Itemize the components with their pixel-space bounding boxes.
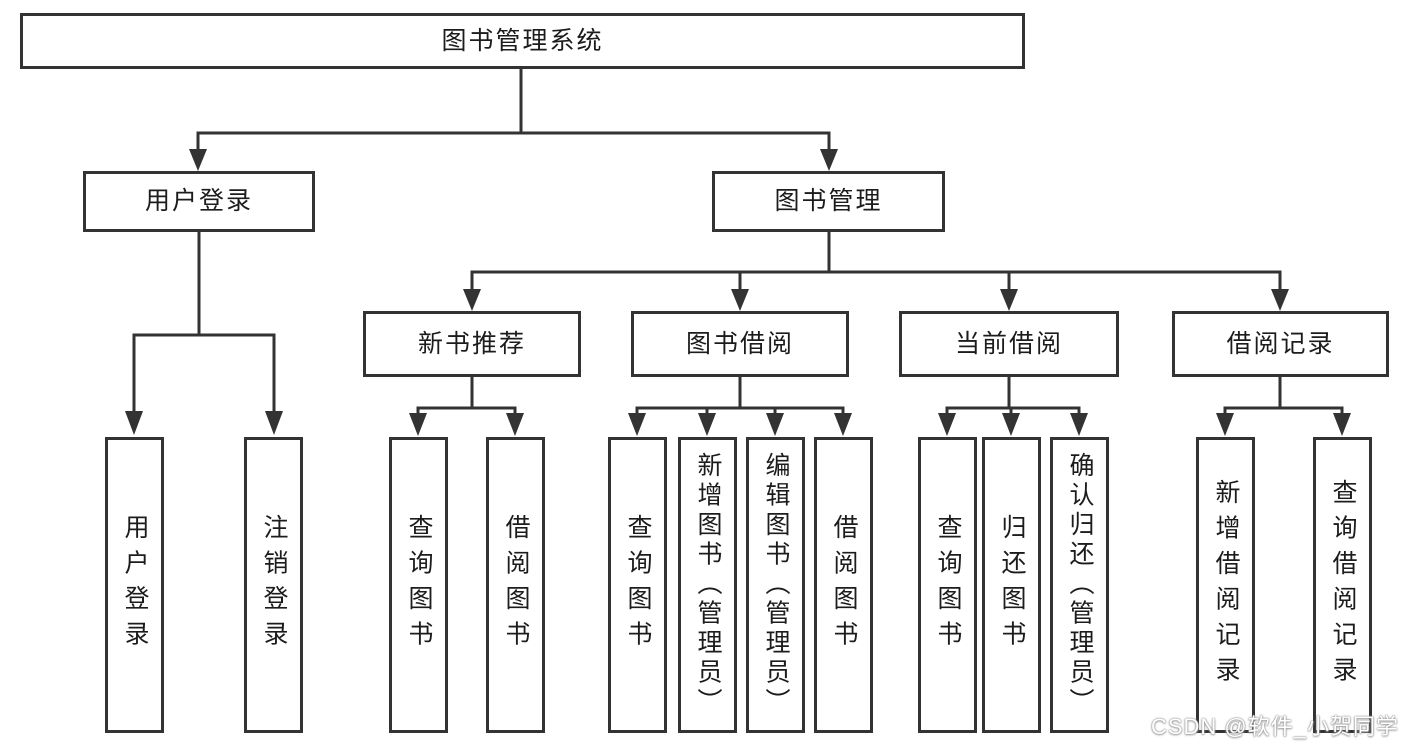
node-user-login: 用户登录 [83, 171, 315, 232]
node-root-label: 图书管理系统 [441, 26, 604, 55]
leaf-logout-label: 注销登录 [260, 514, 288, 656]
leaf-user-login-label: 用户登录 [121, 514, 149, 656]
leaf-confirm-return-admin-label: 确认归还（管理员） [1066, 452, 1094, 718]
leaf-add-book-admin: 新增图书（管理员） [678, 437, 737, 733]
node-root-system: 图书管理系统 [20, 13, 1025, 69]
node-book-management-label: 图书管理 [774, 187, 883, 215]
leaf-add-borrow-record: 新增借阅记录 [1196, 437, 1255, 733]
leaf-borrow-books-borrow: 借阅图书 [814, 437, 873, 733]
leaf-edit-book-admin: 编辑图书（管理员） [746, 437, 805, 733]
leaf-confirm-return-admin: 确认归还（管理员） [1050, 437, 1109, 733]
leaf-borrow-books-recommend-label: 借阅图书 [502, 514, 530, 656]
leaf-borrow-books-borrow-label: 借阅图书 [830, 514, 858, 656]
node-current-borrow-label: 当前借阅 [954, 329, 1063, 358]
leaf-borrow-books-recommend: 借阅图书 [486, 437, 545, 733]
leaf-query-books-recommend-label: 查询图书 [405, 514, 433, 656]
leaf-query-borrow-record: 查询借阅记录 [1313, 437, 1372, 733]
node-new-book-recommend: 新书推荐 [363, 311, 581, 377]
leaf-query-books-current-label: 查询图书 [934, 514, 962, 656]
leaf-query-books-recommend: 查询图书 [389, 437, 448, 733]
leaf-add-book-admin-label: 新增图书（管理员） [694, 452, 722, 718]
node-book-management: 图书管理 [712, 171, 945, 232]
leaf-edit-book-admin-label: 编辑图书（管理员） [762, 452, 790, 718]
leaf-query-books-borrow: 查询图书 [608, 437, 667, 733]
leaf-query-borrow-record-label: 查询借阅记录 [1329, 478, 1357, 692]
node-current-borrow: 当前借阅 [899, 311, 1119, 377]
leaf-user-login: 用户登录 [105, 437, 164, 733]
leaf-logout: 注销登录 [244, 437, 303, 733]
node-borrow-records-label: 借阅记录 [1226, 329, 1335, 358]
node-user-login-label: 用户登录 [144, 187, 253, 215]
leaf-return-books-label: 归还图书 [998, 514, 1026, 656]
node-book-borrow-label: 图书借阅 [685, 329, 794, 358]
node-book-borrow: 图书借阅 [631, 311, 849, 377]
node-new-book-recommend-label: 新书推荐 [417, 329, 526, 358]
leaf-query-books-current: 查询图书 [918, 437, 977, 733]
leaf-return-books: 归还图书 [982, 437, 1041, 733]
arrowheads [125, 149, 1351, 436]
csdn-watermark: CSDN @软件_小贺同学 [1150, 714, 1399, 739]
leaf-query-books-borrow-label: 查询图书 [624, 514, 652, 656]
leaf-add-borrow-record-label: 新增借阅记录 [1212, 478, 1240, 692]
node-borrow-records: 借阅记录 [1172, 311, 1389, 377]
